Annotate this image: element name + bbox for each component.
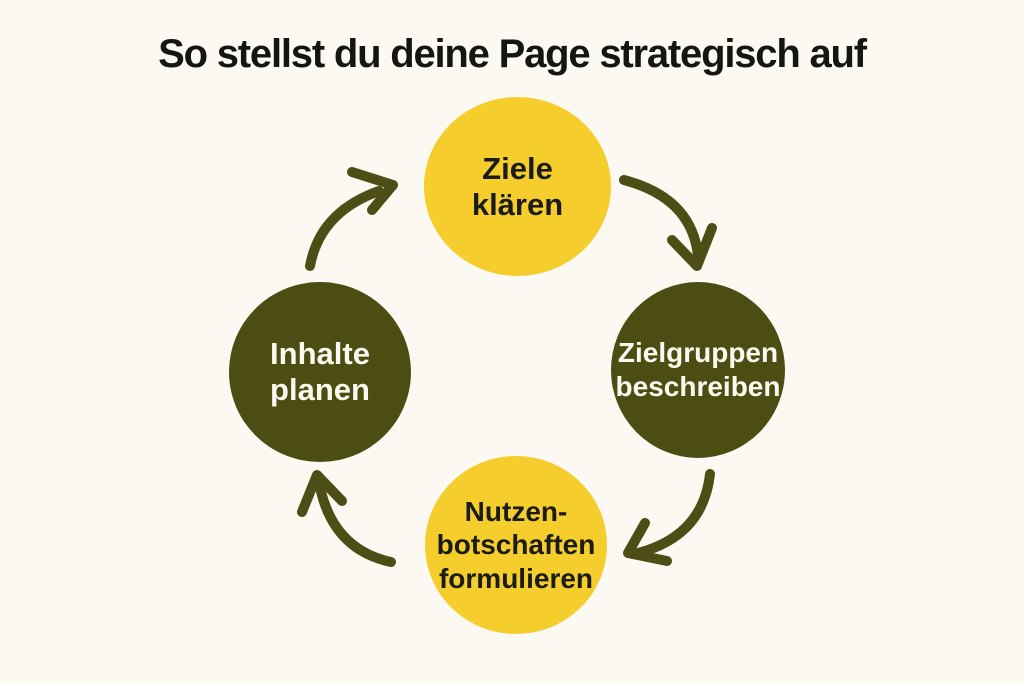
arrow-right-to-bottom	[623, 469, 715, 566]
arrow-shaft	[619, 175, 703, 261]
arrow-shaft	[633, 469, 715, 558]
step-label-ziele-klaeren: Ziele klären	[471, 150, 564, 222]
step-label-zielgruppen-beschreiben: Zielgruppen beschreiben	[615, 336, 781, 402]
step-circle-inhalte-planen: Inhalte planen	[229, 282, 411, 462]
arrow-left-to-top	[305, 167, 398, 271]
step-label-inhalte-planen: Inhalte planen	[270, 336, 370, 407]
arrow-head-icon	[297, 470, 347, 517]
arrow-bottom-to-left	[297, 470, 396, 567]
step-circle-nutzenbotschaften: Nutzen- botschaften formulieren	[425, 456, 607, 634]
arrow-head-icon	[667, 223, 717, 271]
arrow-head-icon	[623, 518, 672, 566]
arrow-head-icon	[347, 167, 398, 215]
step-circle-zielgruppen-beschreiben: Zielgruppen beschreiben	[611, 282, 785, 458]
step-circle-ziele-klaeren: Ziele klären	[424, 97, 611, 276]
step-label-nutzenbotschaften: Nutzen- botschaften formulieren	[436, 496, 596, 594]
arrow-shaft	[305, 186, 384, 271]
arrow-shaft	[314, 477, 396, 567]
arrow-top-to-right	[619, 175, 717, 271]
page-title: So stellst du deine Page strategisch auf	[158, 32, 867, 76]
